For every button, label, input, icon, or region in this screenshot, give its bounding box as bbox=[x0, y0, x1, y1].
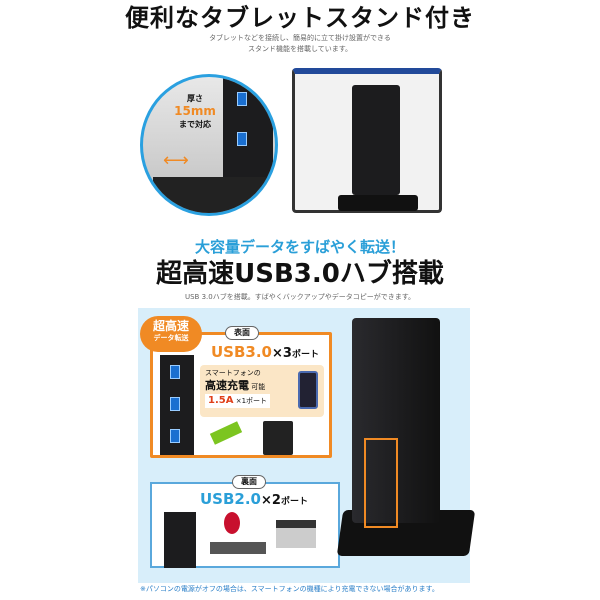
mouse-icon bbox=[224, 512, 240, 534]
port-highlight bbox=[364, 438, 398, 528]
external-hdd-icon bbox=[263, 421, 293, 455]
footnote: ※パソコンの電源がオフの場合は、スマートフォンの機種により充電できない場合があり… bbox=[140, 585, 439, 593]
front-label: 表面 bbox=[225, 326, 259, 340]
section-subtitle: USB 3.0ハブを搭載。すばやくバックアップやデータコピーができます。 bbox=[184, 293, 416, 301]
back-ports-box: 裏面 USB2.0×2ポート bbox=[150, 475, 340, 568]
section-title: 超高速USB3.0ハブ搭載 bbox=[156, 259, 444, 289]
hub-stand-base bbox=[338, 195, 418, 211]
usb-port bbox=[237, 92, 247, 106]
tagline: 大容量データをすばやく転送！ bbox=[194, 238, 405, 256]
high-speed-badge: 超高速データ転送 bbox=[140, 316, 202, 352]
thickness-label: 厚さ 15mm まで対応 bbox=[174, 94, 216, 129]
thickness-inset-image: 厚さ 15mm まで対応 ⟷ bbox=[140, 74, 278, 216]
hub-tower-image bbox=[352, 318, 440, 528]
back-ports-spec: USB2.0×2ポート bbox=[200, 490, 308, 508]
back-label: 裏面 bbox=[232, 475, 266, 489]
keyboard-icon bbox=[210, 542, 266, 554]
usb-port bbox=[170, 429, 180, 443]
hub-side bbox=[223, 77, 273, 187]
usb-port bbox=[170, 397, 180, 411]
double-arrow-icon: ⟷ bbox=[163, 150, 189, 171]
smartphone-icon bbox=[298, 371, 318, 409]
back-ports-closeup bbox=[164, 512, 196, 568]
hub-tower-image bbox=[352, 85, 400, 195]
printer-icon bbox=[276, 520, 316, 548]
front-ports-closeup bbox=[160, 355, 194, 455]
page-title: 便利なタブレットスタンド付き bbox=[125, 4, 475, 32]
stand-base bbox=[153, 177, 275, 213]
usb-port bbox=[170, 365, 180, 379]
subtitle-line: スタンド機能を搭載しています。 bbox=[247, 45, 353, 53]
subtitle-line: タブレットなどを接続し、簡易的に立て掛け設置ができる bbox=[209, 34, 391, 42]
charging-info: スマートフォンの 高速充電 可能 1.5A ×1ポート bbox=[200, 365, 324, 417]
usb-flash-drive-icon bbox=[209, 421, 243, 445]
front-ports-spec: USB3.0×3ポート bbox=[211, 343, 319, 361]
usb-port bbox=[237, 132, 247, 146]
